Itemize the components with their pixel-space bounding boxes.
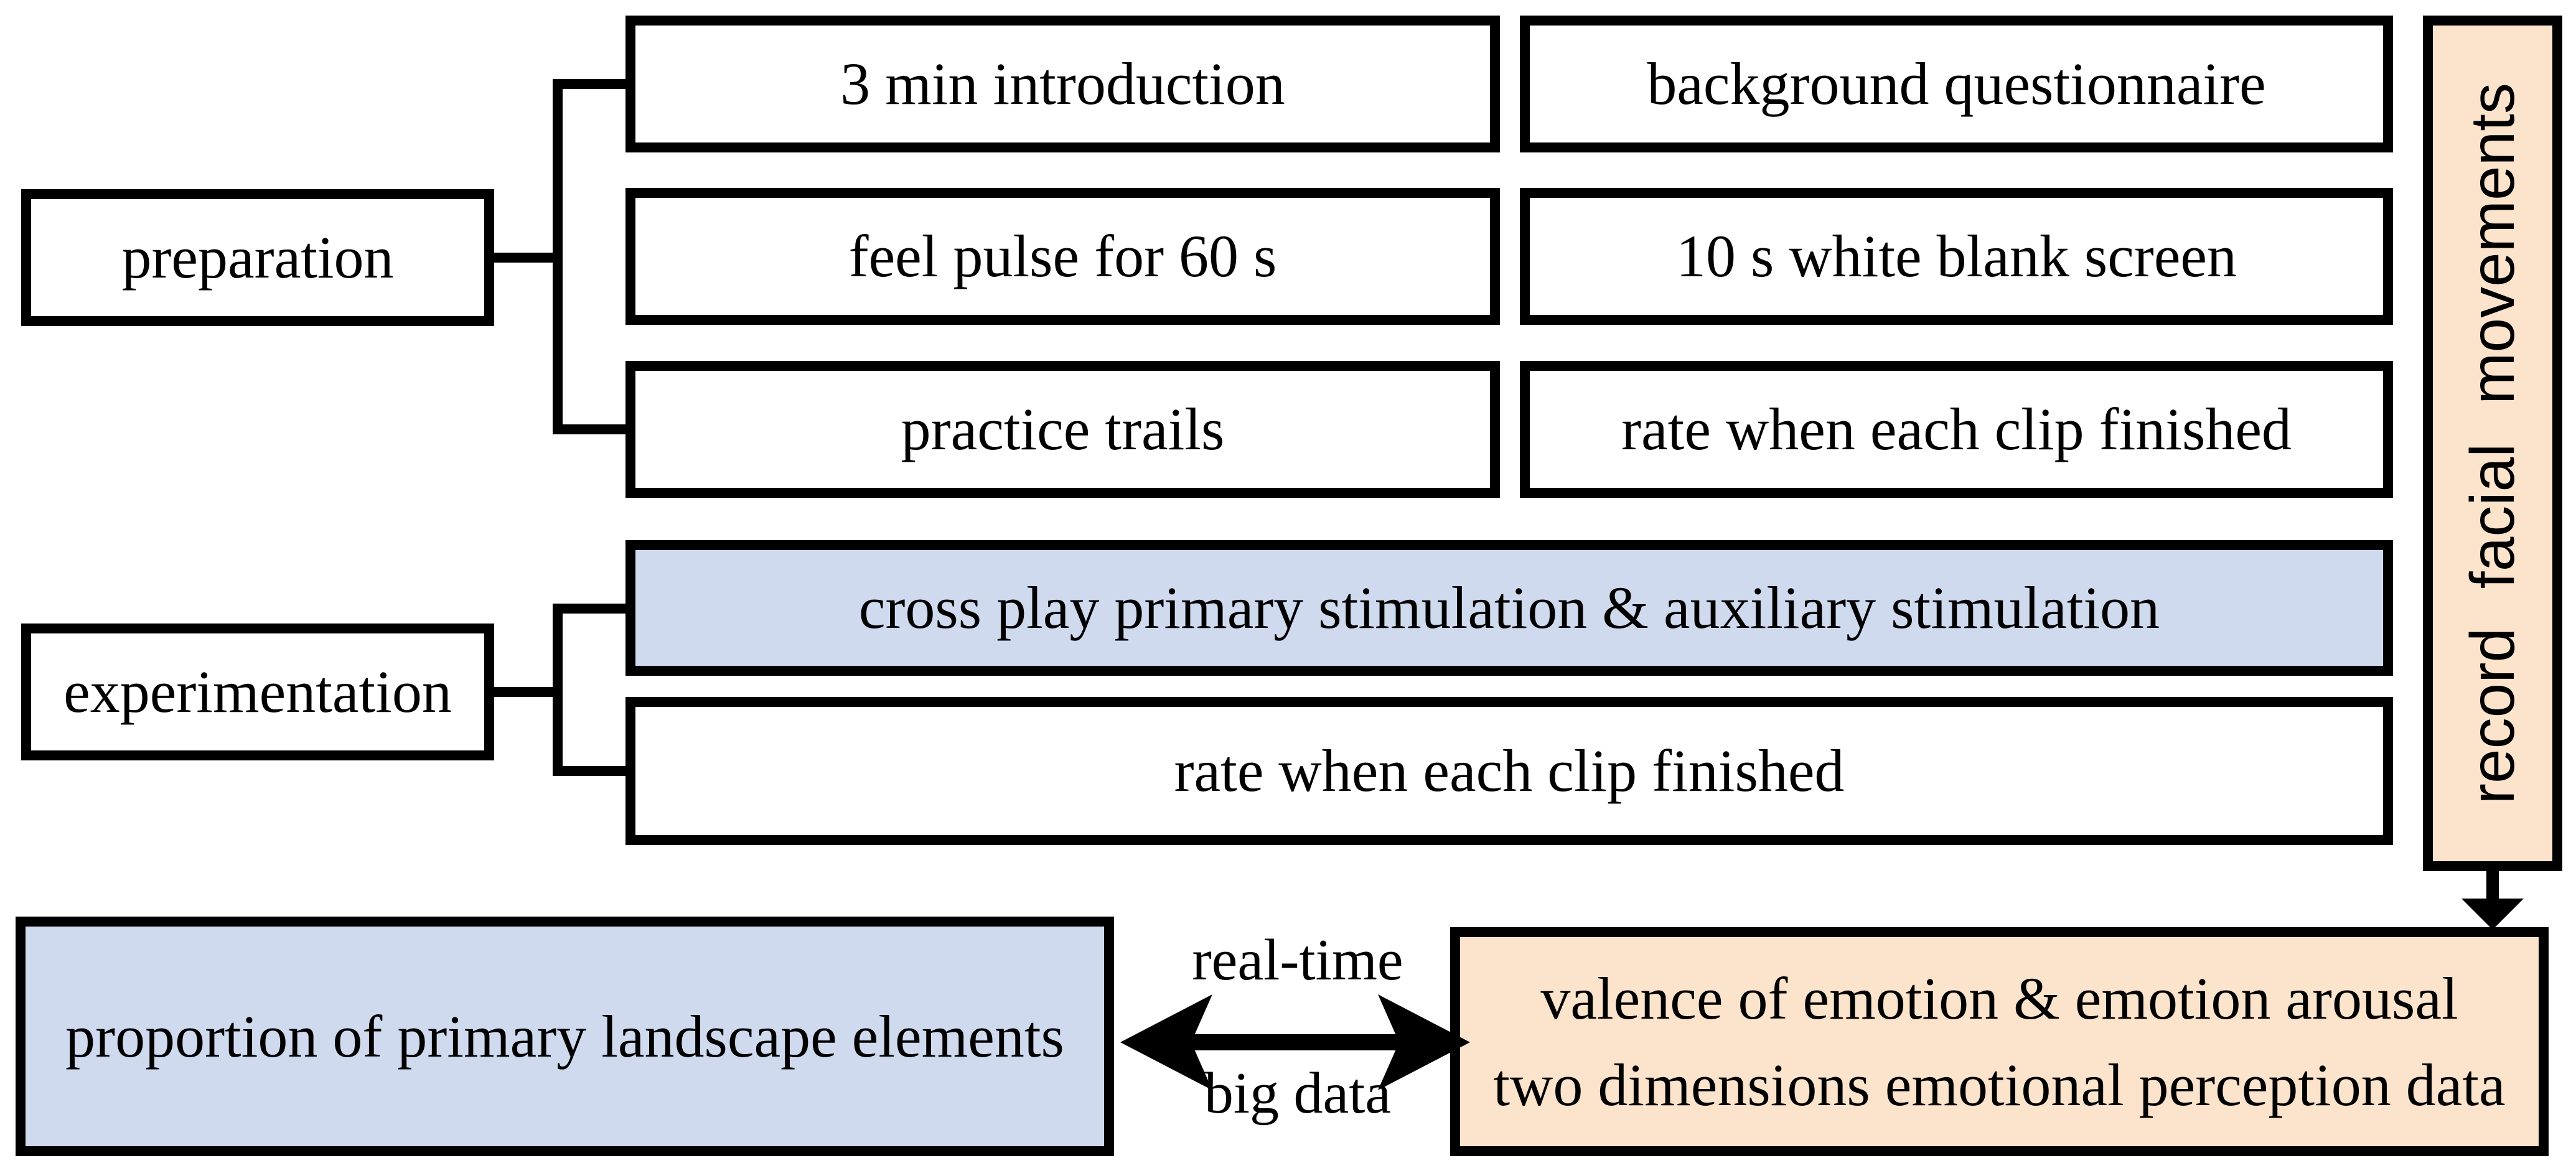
connector-to-rate-clip bbox=[560, 766, 629, 776]
real-time-label: real-time bbox=[1192, 928, 1403, 993]
connector-to-introduction bbox=[560, 79, 629, 89]
connector-from-experimentation bbox=[490, 687, 555, 697]
box-emotion-perception-output: valence of emotion & emotion arousal two… bbox=[1450, 927, 2549, 1156]
box-record-facial-movements: record facial movements bbox=[2423, 16, 2562, 871]
box-step-rate-clip: rate when each clip finished bbox=[1520, 361, 2393, 498]
connector-preparation-trunk bbox=[553, 79, 563, 434]
big-data-label: big data bbox=[1204, 1061, 1392, 1126]
box-step-rate-clip-experiment: rate when each clip finished bbox=[625, 697, 2393, 845]
connector-from-preparation bbox=[490, 253, 555, 263]
box-step-cross-play-stimulation: cross play primary stimulation & auxilia… bbox=[625, 540, 2393, 676]
connector-to-practice-trails bbox=[560, 424, 629, 434]
box-step-blank-screen: 10 s white blank screen bbox=[1520, 188, 2393, 325]
record-facial-movements-label: record facial movements bbox=[2457, 82, 2527, 805]
box-landscape-elements-output: proportion of primary landscape elements bbox=[16, 917, 1114, 1156]
connector-to-cross-play bbox=[560, 604, 629, 614]
box-preparation-stage: preparation bbox=[21, 189, 494, 326]
down-arrow-icon bbox=[2461, 869, 2524, 930]
connector-experimentation-trunk bbox=[553, 604, 563, 776]
box-step-background-questionnaire: background questionnaire bbox=[1520, 16, 2393, 152]
box-experimentation-stage: experimentation bbox=[21, 624, 494, 760]
box-step-feel-pulse: feel pulse for 60 s bbox=[625, 188, 1500, 325]
box-step-introduction: 3 min introduction bbox=[625, 16, 1500, 152]
double-arrow-icon bbox=[1120, 994, 1470, 1090]
box-step-practice-trails: practice trails bbox=[625, 361, 1500, 498]
